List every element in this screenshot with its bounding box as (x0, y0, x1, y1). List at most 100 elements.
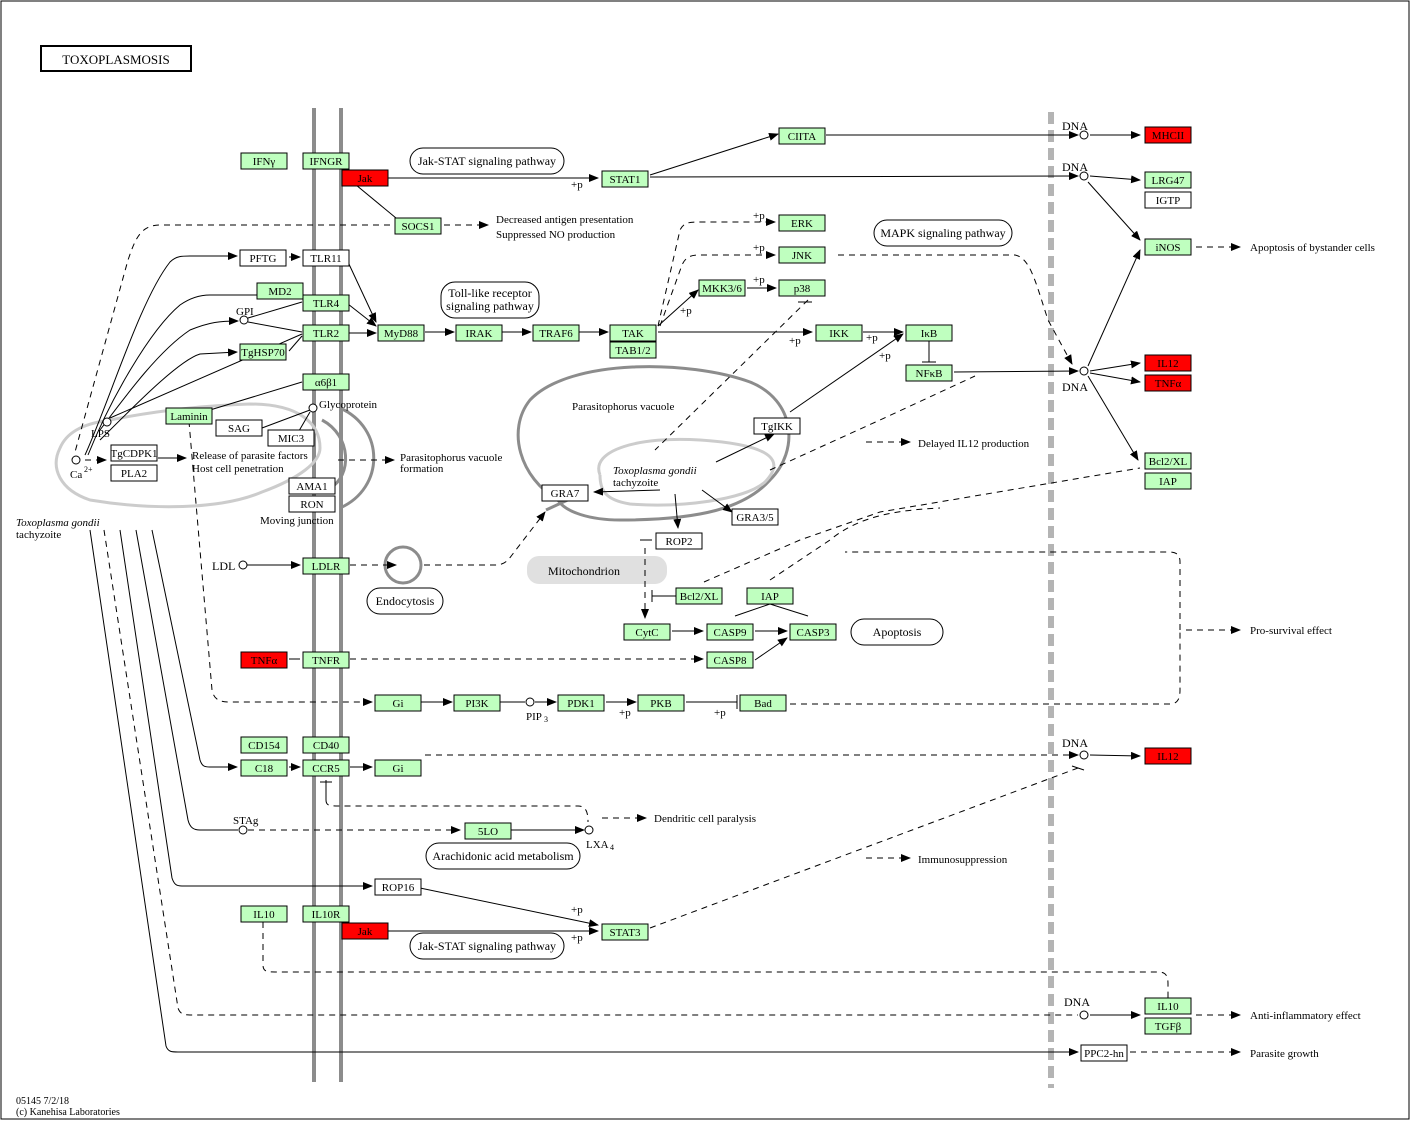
gene-box[interactable] (1144, 374, 1192, 392)
gene-box[interactable] (302, 557, 350, 575)
gene-box[interactable] (1144, 171, 1192, 189)
gene-irak[interactable]: IRAK (455, 324, 503, 342)
gene-bcl2xl[interactable]: Bcl2/XL (1144, 452, 1192, 470)
gene-box[interactable] (302, 294, 350, 312)
gene-box[interactable] (746, 587, 794, 605)
gene-box[interactable] (453, 694, 501, 712)
gene-box[interactable] (302, 152, 350, 170)
gene-tnfa[interactable]: TNFα (240, 651, 288, 669)
gene-pla2[interactable]: PLA2 (110, 464, 158, 482)
gene-lrg47[interactable]: LRG47 (1144, 171, 1192, 189)
gene-box[interactable] (778, 246, 826, 264)
gene-box[interactable] (1144, 1017, 1192, 1035)
gene-tab12[interactable]: TAB1/2 (609, 341, 657, 359)
gene-inos[interactable]: iNOS (1144, 238, 1192, 256)
gene-gra7[interactable]: GRA7 (541, 484, 589, 502)
gene-box[interactable] (778, 214, 826, 232)
gene-md2[interactable]: MD2 (256, 282, 304, 300)
gene-rop2[interactable]: ROP2 (655, 532, 703, 550)
gene-pkb[interactable]: PKB (637, 694, 685, 712)
gene-box[interactable] (240, 736, 288, 754)
gene-p38[interactable]: p38 (778, 279, 826, 297)
gene-box[interactable] (240, 905, 288, 923)
gene-box[interactable] (239, 343, 287, 361)
gene-socs1[interactable]: SOCS1 (394, 217, 442, 235)
gene-box[interactable] (655, 532, 703, 550)
gene-box[interactable] (905, 364, 953, 382)
gene-box[interactable] (1144, 238, 1192, 256)
gene-stat1[interactable]: STAT1 (601, 170, 649, 188)
gene-box[interactable] (557, 694, 605, 712)
gene-box[interactable] (778, 127, 826, 145)
gene-bad[interactable]: Bad (739, 694, 787, 712)
gene-cd154[interactable]: CD154 (240, 736, 288, 754)
gene-mhcii[interactable]: MHCII (1144, 126, 1192, 144)
gene-box[interactable] (675, 587, 723, 605)
gene-tlr11[interactable]: TLR11 (302, 249, 350, 267)
gene-box[interactable] (637, 694, 685, 712)
gene-box[interactable] (240, 759, 288, 777)
gene-box[interactable] (239, 249, 287, 267)
gene-box[interactable] (110, 464, 158, 482)
gene-iap[interactable]: IAP (1144, 472, 1192, 490)
gene-box[interactable] (905, 324, 953, 342)
gene-box[interactable] (464, 822, 512, 840)
gene-ama1[interactable]: AMA1 (288, 477, 336, 495)
gene-ifngr[interactable]: IFNGR (302, 152, 350, 170)
gene-box[interactable] (601, 170, 649, 188)
gene-il10[interactable]: IL10 (240, 905, 288, 923)
gene-box[interactable] (1144, 126, 1192, 144)
gene-box[interactable] (165, 407, 213, 425)
gene-ciita[interactable]: CIITA (778, 127, 826, 145)
gene-box[interactable] (377, 324, 425, 342)
gene-ikb[interactable]: IκB (905, 324, 953, 342)
gene-tlr2[interactable]: TLR2 (302, 324, 350, 342)
gene-bcl2xl[interactable]: Bcl2/XL (675, 587, 723, 605)
gene-il12[interactable]: IL12 (1144, 354, 1192, 372)
gene-casp3[interactable]: CASP3 (789, 623, 837, 641)
gene-box[interactable] (1144, 452, 1192, 470)
gene-ppc2hn[interactable]: PPC2-hn (1080, 1044, 1128, 1062)
gene-box[interactable] (302, 759, 350, 777)
pathway-links[interactable]: Jak-STAT signaling pathway Toll-like rec… (366, 147, 1013, 960)
gene-box[interactable] (623, 623, 671, 641)
gene-traf6[interactable]: TRAF6 (532, 324, 580, 342)
gene-tgfb[interactable]: TGFβ (1144, 1017, 1192, 1035)
gene-box[interactable] (698, 279, 746, 297)
gene-c18[interactable]: C18 (240, 759, 288, 777)
gene-box[interactable] (541, 484, 589, 502)
gene-cd40[interactable]: CD40 (302, 736, 350, 754)
gene-box[interactable] (731, 508, 779, 526)
gene-jnk[interactable]: JNK (778, 246, 826, 264)
gene-box[interactable] (288, 495, 336, 513)
gene-jak[interactable]: Jak (341, 169, 389, 187)
gene-gra35[interactable]: GRA3/5 (731, 508, 779, 526)
gene-il10[interactable]: IL10 (1144, 997, 1192, 1015)
gene-igtp[interactable]: IGTP (1144, 191, 1192, 209)
gene-casp8[interactable]: CASP8 (706, 651, 754, 669)
gene-box[interactable] (215, 419, 263, 437)
gene-tgcdpk1[interactable]: TgCDPK1 (110, 444, 158, 462)
gene-box[interactable] (341, 169, 389, 187)
gene-jak[interactable]: Jak (341, 922, 389, 940)
gene-pi3k[interactable]: PI3K (453, 694, 501, 712)
gene-tnfr[interactable]: TNFR (302, 651, 350, 669)
gene-il10r[interactable]: IL10R (302, 905, 350, 923)
gene-ikk[interactable]: IKK (815, 324, 863, 342)
gene-box[interactable] (706, 651, 754, 669)
gene-tghsp70[interactable]: TgHSP70 (239, 343, 287, 361)
gene-box[interactable] (1144, 997, 1192, 1015)
gene-mkk36[interactable]: MKK3/6 (698, 279, 746, 297)
gene-box[interactable] (1144, 191, 1192, 209)
gene-box[interactable] (302, 651, 350, 669)
gene-ldlr[interactable]: LDLR (302, 557, 350, 575)
gene-box[interactable] (394, 217, 442, 235)
gene-box[interactable] (815, 324, 863, 342)
gene-box[interactable] (374, 759, 422, 777)
gene-box[interactable] (288, 477, 336, 495)
gene-box[interactable] (778, 279, 826, 297)
gene-erk[interactable]: ERK (778, 214, 826, 232)
gene-il12[interactable]: IL12 (1144, 747, 1192, 765)
gene-gi[interactable]: Gi (374, 759, 422, 777)
gene-box[interactable] (706, 623, 754, 641)
